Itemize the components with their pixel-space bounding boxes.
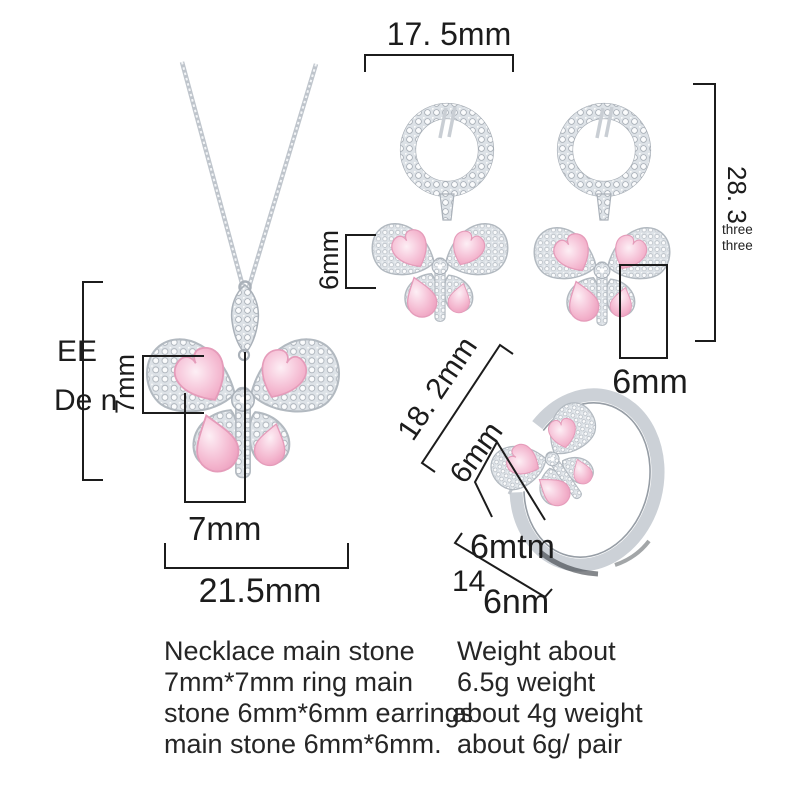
description-stones-line-4: main stone 6mm*6mm.	[164, 729, 442, 759]
dim-label-pendant-stone-width: 7mm	[188, 510, 262, 547]
dim-line-necklace-left	[82, 281, 103, 481]
dim-box-ring-stone	[473, 440, 546, 521]
pendant-bail	[230, 284, 260, 354]
dim-label-pendant-stone-height: 7mm	[110, 354, 140, 414]
dim-box-pendant-stone-v	[142, 355, 204, 414]
dim-note-line-2: three	[722, 237, 753, 253]
dim-line-earrings-width	[364, 54, 514, 72]
description-weights-line-3: about 4g weight	[452, 698, 643, 728]
bow-earring-right	[533, 227, 671, 326]
earring-left	[371, 102, 509, 322]
description-weights-line-1: Weight about	[457, 636, 616, 666]
description-stones: Necklace main stone 7mm*7mm ring main st…	[164, 636, 473, 760]
earring-clasp	[438, 106, 457, 139]
ring-band	[509, 388, 665, 572]
dim-label-ring-size-prefix: 14	[452, 565, 486, 598]
description-stones-line-3: stone 6mm*6mm earrings	[164, 698, 474, 728]
left-margin-text-2: De n	[54, 384, 118, 417]
dim-box-earring-right-stone	[619, 264, 668, 359]
dim-line-ring-size	[453, 532, 553, 599]
description-weights-line-2: 6.5g weight	[457, 667, 596, 697]
dim-note-earrings-height: three three	[722, 222, 753, 253]
dim-label-earring-right-stone: 6mm	[612, 363, 688, 401]
left-margin-text-1: EE	[57, 335, 98, 368]
dim-label-pendant-width: 21.5mm	[198, 572, 322, 610]
description-weights-line-4: about 6g/ pair	[457, 729, 623, 759]
dim-box-pendant-stone-h	[184, 352, 246, 503]
dim-note-line-1: three	[722, 222, 753, 237]
dimension-lines	[82, 54, 716, 599]
description-weights: Weight about 6.5g weight about 4g weight…	[452, 636, 643, 760]
dim-label-earring-left-stone: 6mm	[314, 230, 344, 290]
dim-label-earrings-width: 17. 5mm	[386, 16, 512, 52]
ring	[482, 388, 665, 577]
description-stones-line-2: 7mm*7mm ring main	[164, 667, 414, 697]
dim-line-earrings-height	[693, 83, 716, 342]
bow-ring	[482, 394, 628, 532]
dim-label-earrings-height: 28. 3	[722, 166, 752, 224]
earring-right	[533, 102, 671, 326]
dim-line-ring-length	[420, 343, 514, 473]
dim-label-ring-size: 6nm	[483, 583, 550, 621]
dim-label-ring-stone-width: 6mtm	[470, 528, 555, 566]
dim-box-earring-left-stone	[345, 234, 376, 289]
dim-line-pendant-width	[164, 543, 349, 569]
description-stones-line-1: Necklace main stone	[164, 636, 415, 666]
necklace-chain	[179, 61, 319, 288]
earring-clasp	[595, 106, 614, 139]
bow-earring-left	[371, 223, 509, 322]
necklace-pendant	[145, 280, 341, 479]
